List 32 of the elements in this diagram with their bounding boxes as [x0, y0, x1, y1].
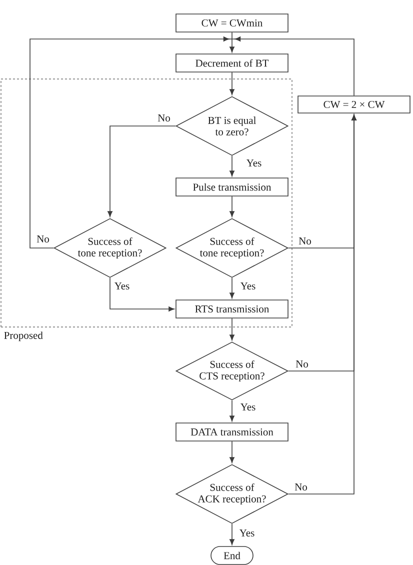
edge-label: No [294, 360, 310, 368]
process-box: DATA transmission [176, 422, 288, 442]
edge-label: Yes [245, 158, 263, 168]
arrow [110, 278, 174, 312]
arrow [230, 441, 234, 463]
edge-label: Yes [113, 282, 131, 290]
frame-label: Proposed [4, 332, 43, 342]
arrow [230, 196, 234, 217]
edge-label: No [156, 114, 172, 122]
edge-label: No [36, 234, 50, 244]
arrow [230, 524, 234, 545]
arrow [108, 126, 176, 217]
process-box: CW = CWmin [176, 14, 288, 32]
process-box: CW = 2 × CW [298, 96, 410, 114]
process-box: Decrement of BT [176, 54, 288, 72]
terminal: End [210, 546, 254, 565]
edge-label: Yes [239, 282, 257, 290]
edge-label: Yes [239, 402, 257, 412]
edge-label: No [298, 236, 312, 246]
process-box: RTS transmission [176, 300, 288, 318]
arrow [230, 72, 234, 95]
edge-label: No [294, 482, 308, 492]
edge-label: Yes [238, 528, 256, 538]
arrow [288, 114, 356, 494]
arrow [230, 400, 234, 422]
arrow [230, 32, 234, 52]
arrow [230, 156, 234, 176]
arrow [230, 318, 234, 340]
arrow [30, 36, 232, 248]
process-box: Pulse transmission [176, 178, 288, 196]
arrow [230, 278, 234, 298]
arrow [232, 36, 354, 96]
